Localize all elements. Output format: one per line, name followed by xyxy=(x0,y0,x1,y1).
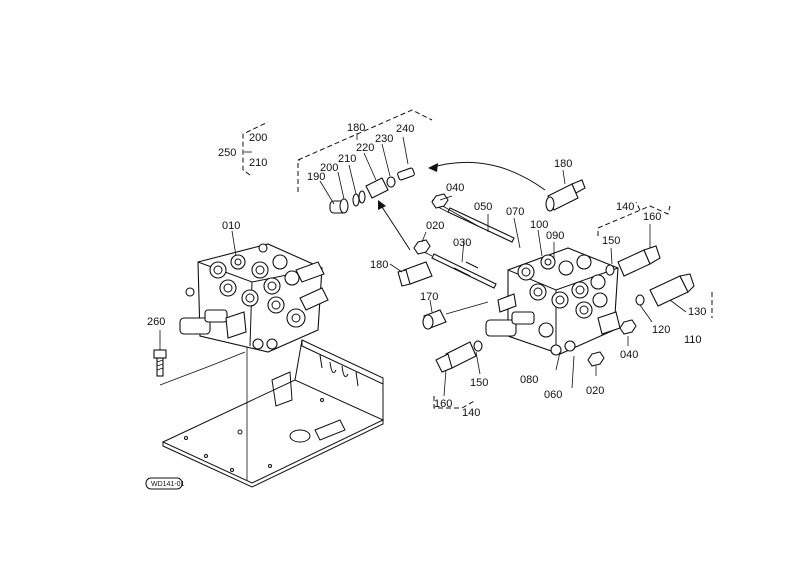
callout-210: 210 xyxy=(338,153,356,165)
callout-180-right: 180 xyxy=(554,158,572,170)
callout-200: 200 xyxy=(320,162,338,174)
callout-170: 170 xyxy=(420,291,438,303)
callout-190: 190 xyxy=(307,171,325,183)
callout-030: 030 xyxy=(453,237,471,249)
callout-020-top: 020 xyxy=(426,220,444,232)
cartridge-140-left xyxy=(433,340,483,409)
relief-valve-180-right xyxy=(545,169,586,212)
callout-090: 090 xyxy=(546,230,564,242)
relief-valve-180-left xyxy=(389,261,433,287)
callout-050: 050 xyxy=(474,201,492,213)
callout-010: 010 xyxy=(222,220,240,232)
callout-260: 260 xyxy=(147,316,165,328)
control-valve-assembly-left xyxy=(179,230,329,353)
callout-130: 130 xyxy=(688,306,706,318)
callout-160-left: 160 xyxy=(434,398,452,410)
callout-120: 120 xyxy=(652,324,670,336)
drawing-code: WD141-01 xyxy=(151,481,185,488)
callout-080: 080 xyxy=(520,374,538,386)
callout-140-left: 140 xyxy=(462,407,480,419)
callout-180-top: 180 xyxy=(347,122,365,134)
bolt-260 xyxy=(153,330,167,377)
callout-040-bottom: 040 xyxy=(620,349,638,361)
callout-060: 060 xyxy=(544,389,562,401)
callout-250: 250 xyxy=(218,147,236,159)
cartridge-140-right xyxy=(597,201,671,277)
callout-070: 070 xyxy=(506,206,524,218)
mounting-plate xyxy=(159,339,385,488)
drawing-code-box: WD141-01 xyxy=(145,477,185,490)
relief-valve-exploded-group xyxy=(297,109,433,214)
control-valve-assembly-right xyxy=(485,247,621,356)
callout-040-top: 040 xyxy=(446,182,464,194)
callout-220: 220 xyxy=(356,142,374,154)
assembly-arrows xyxy=(378,161,546,251)
group-250 xyxy=(242,121,269,176)
callout-230: 230 xyxy=(375,133,393,145)
callout-110: 110 xyxy=(684,334,702,346)
nut-washer-parts xyxy=(413,193,637,376)
callout-180-left: 180 xyxy=(370,259,388,271)
callout-140-right: 140 xyxy=(616,201,634,213)
callout-labels: 010 260 250 200 210 180 240 230 220 210 … xyxy=(147,122,706,419)
leader-lines xyxy=(461,214,575,389)
cartridge-110 xyxy=(635,273,713,323)
callout-020-bottom: 020 xyxy=(586,385,604,397)
callout-150-right: 150 xyxy=(602,235,620,247)
callout-160-right: 160 xyxy=(643,211,661,223)
plug-170 xyxy=(422,299,489,330)
callout-210-top: 210 xyxy=(249,157,267,169)
callout-200-top: 200 xyxy=(249,132,267,144)
callout-100: 100 xyxy=(530,219,548,231)
callout-240: 240 xyxy=(396,123,414,135)
callout-150-left: 150 xyxy=(470,377,488,389)
